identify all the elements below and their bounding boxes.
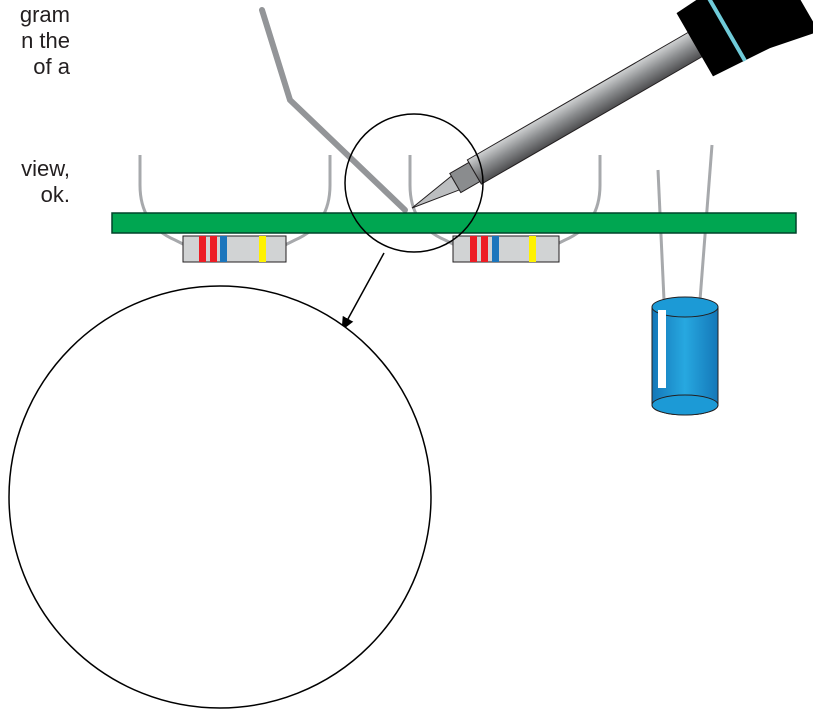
capacitor-icon	[651, 296, 719, 416]
instruction-text-top: gram n the of a	[20, 2, 70, 80]
resistor-2	[452, 235, 560, 263]
pcb-board	[111, 212, 797, 234]
text-line: view,	[21, 156, 70, 181]
detail-view-circle	[8, 285, 432, 709]
solder-wire-icon	[259, 7, 408, 213]
text-line: ok.	[40, 182, 70, 207]
instruction-text-bottom: view, ok.	[21, 156, 70, 208]
zoom-arrow	[341, 252, 385, 331]
zoom-circle-icon	[344, 113, 484, 253]
text-line: gram	[19, 2, 70, 27]
resistor-1	[182, 235, 287, 263]
text-line: of a	[33, 54, 70, 79]
soldering-iron-icon	[411, 0, 813, 209]
text-line: n the	[21, 28, 70, 53]
